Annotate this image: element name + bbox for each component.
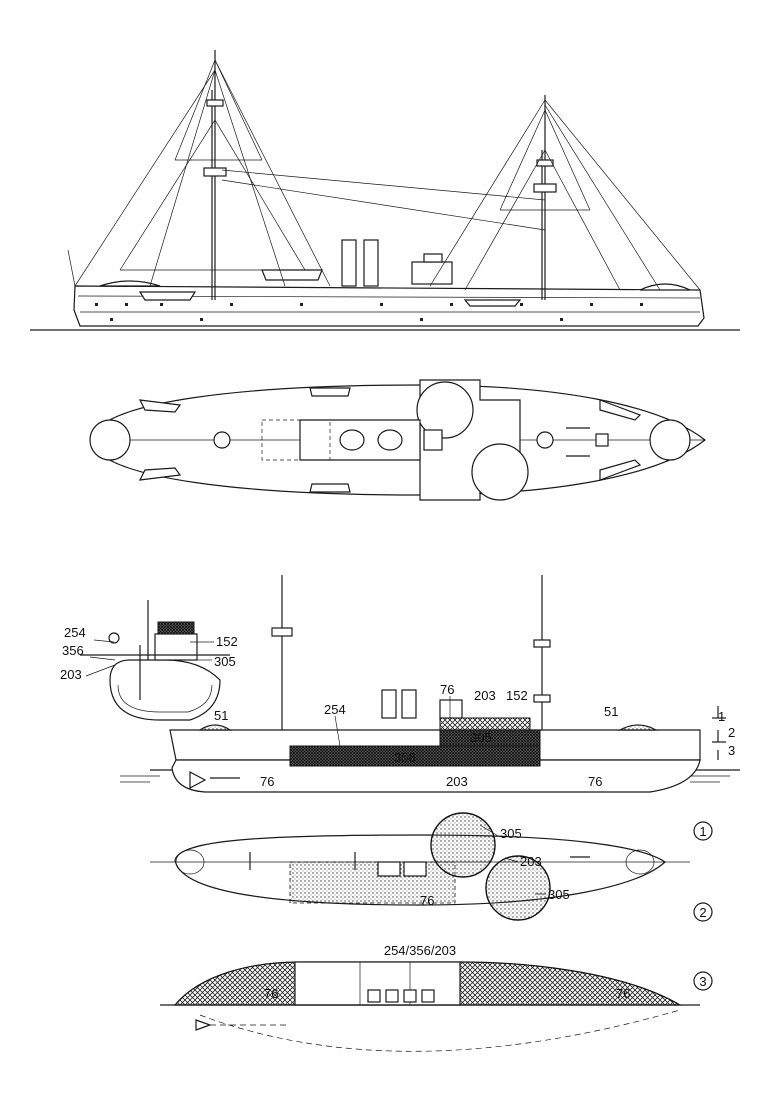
barbette-armour (439, 717, 531, 731)
label-barbette-upper: 203 (474, 688, 496, 703)
label-plan-barbette-fore: 305 (500, 826, 522, 841)
label-plan-centre: 203 (520, 854, 542, 869)
funnel-aft-plan (377, 429, 403, 451)
label-deck-fore: 76 (260, 774, 274, 789)
cross-section (109, 659, 221, 721)
bow-turret-side (99, 280, 161, 287)
section-gunhouse (157, 621, 195, 635)
funnel-aft-armour (401, 689, 417, 719)
ships-boat (261, 269, 323, 281)
bridge-house (411, 261, 453, 285)
boat-fore (138, 291, 197, 301)
label-stern-gun: 51 (604, 704, 618, 719)
stern-turret-plan (649, 419, 691, 461)
label-section-top: 152 (216, 634, 238, 649)
label-deck-aft: 76 (588, 774, 602, 789)
boat-aft (463, 299, 522, 307)
view-marker-3: 3 (699, 974, 706, 989)
label-section-title: 254/356/203 (384, 943, 456, 958)
mainmast-top (533, 183, 557, 193)
funnel-fore-armour (381, 689, 397, 719)
barbette-fore-plan (416, 381, 474, 439)
barbette-aft-armour-plan (485, 855, 551, 921)
side-elevation (30, 50, 740, 331)
barbette-fore-armour-plan (430, 812, 496, 878)
main-belt (289, 745, 541, 767)
rigging (67, 59, 701, 291)
armor-elevation (80, 575, 740, 793)
label-section-belt-main: 356 (62, 643, 84, 658)
label-bow-gun: 51 (214, 708, 228, 723)
funnel-fore (341, 239, 357, 287)
label-bottom-aft: 76 (616, 986, 630, 1001)
deck-section (160, 961, 700, 1052)
label-lower-belt: 203 (446, 774, 468, 789)
barbette-aft-plan (471, 443, 529, 501)
funnel-fore-plan (339, 429, 365, 451)
level-marker-2: 2 (728, 725, 735, 740)
label-plan-deck: 76 (420, 893, 434, 908)
label-section-belt-lower: 203 (60, 667, 82, 682)
underwater-hull (171, 759, 701, 793)
deck-plan (89, 379, 706, 501)
bow-turret-plan (89, 419, 131, 461)
level-marker-1: 1 (718, 709, 725, 724)
armor-plan (150, 812, 690, 921)
label-plan-barbette-aft: 305 (548, 887, 570, 902)
label-main-belt: 356 (394, 750, 416, 765)
level-marker-3: 3 (728, 743, 735, 758)
label-upper-belt: 254 (324, 702, 346, 717)
label-section-barbette: 305 (214, 654, 236, 669)
view-markers: 1 2 3 (693, 821, 713, 991)
labels: 152 305 254 356 203 51 51 254 76 203 152… (60, 625, 735, 1001)
view-marker-2: 2 (699, 905, 706, 920)
foremast-top (203, 167, 227, 177)
label-section-belt-upper: 254 (64, 625, 86, 640)
label-citadel: 305 (470, 730, 492, 745)
view-marker-1: 1 (699, 824, 706, 839)
funnel-aft (363, 239, 379, 287)
label-bottom-fore: 76 (264, 986, 278, 1001)
portholes (95, 303, 643, 321)
stern-turret-side (639, 283, 691, 291)
label-barbette-top: 76 (440, 682, 454, 697)
leader-lines (85, 639, 546, 895)
label-barbette-shield: 152 (506, 688, 528, 703)
